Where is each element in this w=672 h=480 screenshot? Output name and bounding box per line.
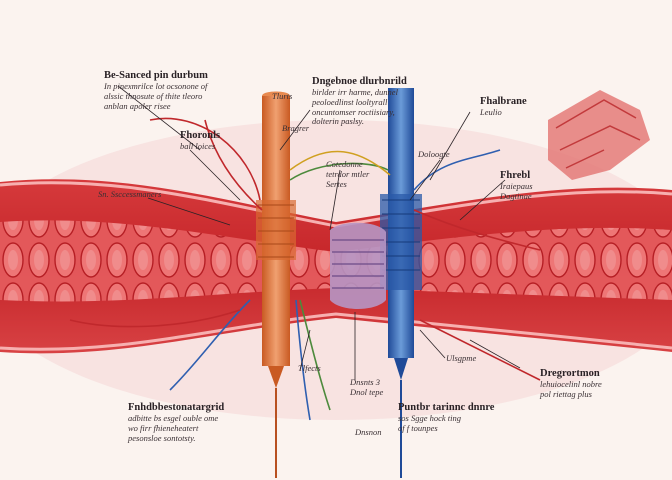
blue-vessel [380, 88, 422, 478]
label-title: Fhrebl [500, 170, 531, 181]
label-line: Cotedonne [326, 159, 363, 169]
label-title: Fnhdbbestonatargrid [128, 402, 225, 413]
label-line: Dagtinae [500, 190, 532, 201]
tissue-chunk-icon [548, 90, 650, 180]
label-line: tetrdor mtler [326, 168, 370, 179]
label-line: Bragrer [282, 123, 310, 133]
label-line: birlder irr harme, dunnel [312, 87, 398, 98]
label-line: Ulsgpme [446, 353, 477, 363]
label-left-small: Sn. Ssccessmaners [98, 189, 162, 200]
label-title: Fhalbrane [480, 96, 527, 107]
label-line: Doloogte [418, 149, 450, 159]
leader-lines [117, 85, 521, 380]
nerve-bundle [330, 222, 386, 309]
label-line: Sertes [326, 178, 347, 189]
label-title: Puntbr tarinnc dnnre [398, 402, 495, 413]
label-line: lehuiocelinl nobre [540, 379, 602, 390]
label-line: of f tounpes [398, 422, 438, 433]
fiber-strands [69, 117, 541, 421]
label-bottom-center-small3: Dnsnon [355, 427, 382, 438]
label-title: Fhoronls [180, 130, 221, 141]
label-line: adbitte bs esgel ouble ome [128, 413, 219, 424]
label-line: In pinexmrilce lot ocsonone of [104, 81, 208, 92]
label-line: alssic thnosute of thite tleoro [104, 90, 203, 101]
label-line: Leulio [480, 107, 502, 118]
label-center-top: Dngebnoe dlurbnrild birlder irr harme, d… [312, 76, 407, 127]
artery-lower-wall [0, 312, 672, 351]
label-line: pesonsloe sontotsty. [128, 432, 196, 443]
label-line: Dnsnon [355, 427, 382, 437]
label-bottom-center: Puntbr tarinnc dnnre sos Sgge hock ting … [398, 402, 494, 434]
label-line: peoloedlinst looltyrall [312, 96, 388, 107]
label-line: wo firr fhieneheatert [128, 422, 199, 433]
label-bottom-center-right-small: Ulsgpme [446, 353, 477, 364]
label-center-top-tag: Tlurts [272, 91, 293, 102]
label-line: sos Sgge hock ting [398, 413, 462, 424]
label-title: Be-Sanced pin durbum [104, 70, 208, 81]
label-title: Dngebnoe dlurbnrild [312, 76, 407, 87]
label-line: Dnsnts 3 [350, 377, 380, 387]
label-center-top-tag2: Bragrer [282, 123, 310, 134]
label-top-left: Be-Sanced pin durbum In pinexmrilce lot … [104, 70, 208, 111]
label-right-mid: Fhrebl Iraiepaus Dagtinae [500, 170, 533, 202]
label-left-mid: Fhoronls ball loices [180, 130, 220, 152]
label-line: Sn. Ssccessmaners [98, 189, 162, 199]
label-center-mid-small: Doloogte [418, 149, 450, 160]
label-bottom-right: Dregrortmon lehuiocelinl nobre pol riett… [540, 368, 602, 400]
label-bottom-center-small: Tlfects [298, 363, 321, 374]
label-line: oncuntomser roctiisiary, [312, 106, 395, 117]
label-line: ball loices [180, 141, 216, 152]
label-bottom-center-small2: Dnsnts 3 Dnol tepe [350, 377, 384, 398]
label-right-top: Fhalbrane Leulio [480, 96, 527, 118]
label-line: Dnol tepe [350, 386, 384, 397]
orange-vessel [256, 91, 296, 478]
label-bottom-left: Fnhdbbestonatargrid adbitte bs esgel oub… [128, 402, 224, 443]
label-line: dolterin paslsy. [312, 116, 364, 127]
label-line: Iraiepaus [500, 181, 533, 192]
label-title: Dregrortmon [540, 368, 600, 379]
label-line: pol riettag plus [540, 388, 592, 399]
label-line: Tlurts [272, 91, 293, 101]
artery-upper-wall [0, 181, 672, 228]
label-line: Tlfects [298, 363, 321, 373]
label-line: anblan apoler risee [104, 100, 171, 111]
label-center-mid: Cotedonne tetrdor mtler Sertes [326, 159, 370, 189]
